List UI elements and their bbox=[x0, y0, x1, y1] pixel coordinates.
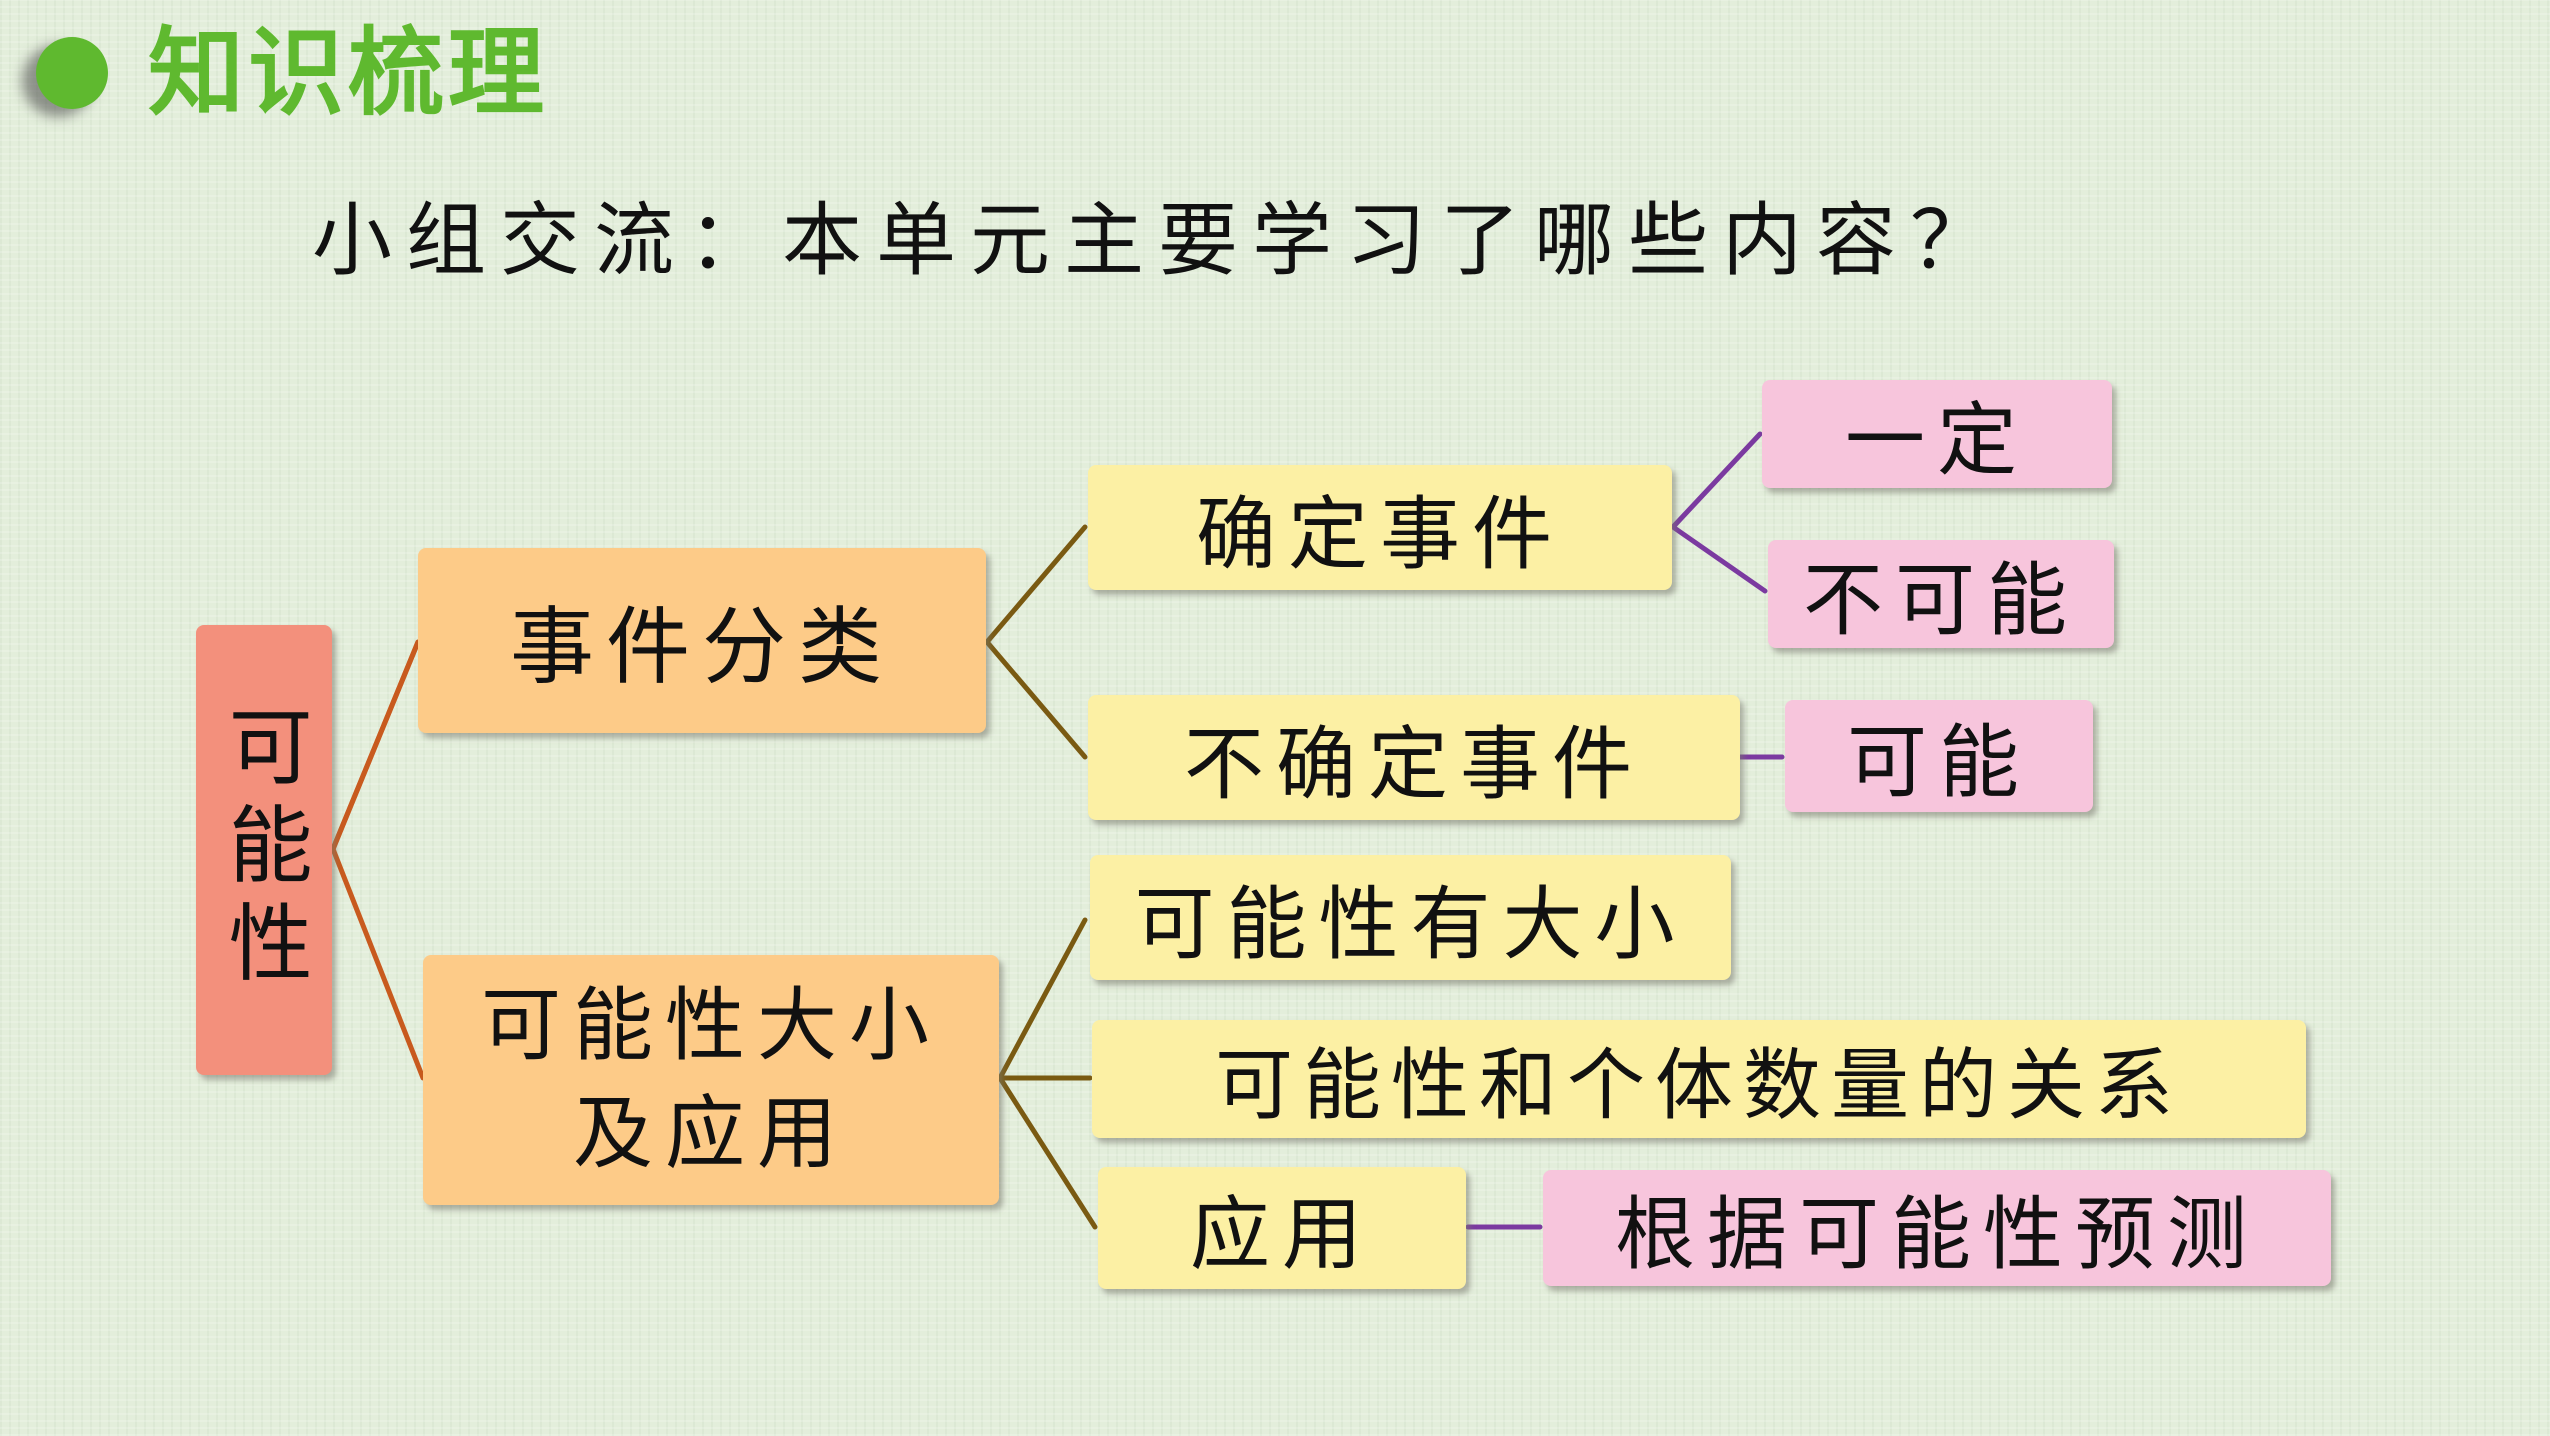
page-title: 知识梳理 bbox=[148, 17, 548, 129]
uncertain-leaf-label: 可能 bbox=[1847, 716, 2031, 809]
node-uncertain-event: 不确定事件 bbox=[1088, 695, 1740, 820]
uncertain-label: 不确定事件 bbox=[1184, 717, 1644, 811]
branch-size-label-line2: 及应用 bbox=[573, 1087, 849, 1180]
branch-probability-size: 可能性大小 及应用 bbox=[423, 955, 999, 1205]
branch-size-label-line1: 可能性大小 bbox=[481, 979, 941, 1072]
node-application: 应用 bbox=[1098, 1167, 1466, 1289]
leaf-possible: 可能 bbox=[1785, 700, 2093, 812]
leaf-certain: 一定 bbox=[1762, 380, 2112, 488]
root-label: 可能性 bbox=[215, 703, 314, 997]
certain-label: 确定事件 bbox=[1196, 487, 1564, 581]
application-label: 应用 bbox=[1190, 1188, 1374, 1281]
leaf-impossible: 不可能 bbox=[1768, 540, 2114, 648]
certain-yes-label: 一定 bbox=[1845, 394, 2029, 487]
connector-certain-leaves bbox=[1670, 431, 1768, 594]
certain-no-label: 不可能 bbox=[1803, 554, 2079, 647]
discussion-question: 小组交流：本单元主要学习了哪些内容？ bbox=[312, 194, 2004, 287]
root-node: 可能性 bbox=[196, 625, 332, 1075]
application-leaf-label: 根据可能性预测 bbox=[1615, 1188, 2259, 1281]
connector-root-branches bbox=[330, 639, 426, 1081]
bullet-dot-icon bbox=[36, 37, 108, 109]
relation-label: 可能性和个体数量的关系 bbox=[1214, 1041, 2183, 1131]
connector-event-children bbox=[984, 524, 1088, 760]
node-probability-quantity-relation: 可能性和个体数量的关系 bbox=[1092, 1020, 2306, 1138]
node-probability-has-size: 可能性有大小 bbox=[1090, 855, 1731, 980]
node-certain-event: 确定事件 bbox=[1088, 465, 1672, 590]
branch-event-classification: 事件分类 bbox=[418, 548, 986, 733]
leaf-predict-by-probability: 根据可能性预测 bbox=[1543, 1170, 2331, 1286]
connector-size-children bbox=[997, 917, 1098, 1230]
branch-event-label: 事件分类 bbox=[509, 598, 894, 696]
size-label: 可能性有大小 bbox=[1134, 877, 1687, 971]
